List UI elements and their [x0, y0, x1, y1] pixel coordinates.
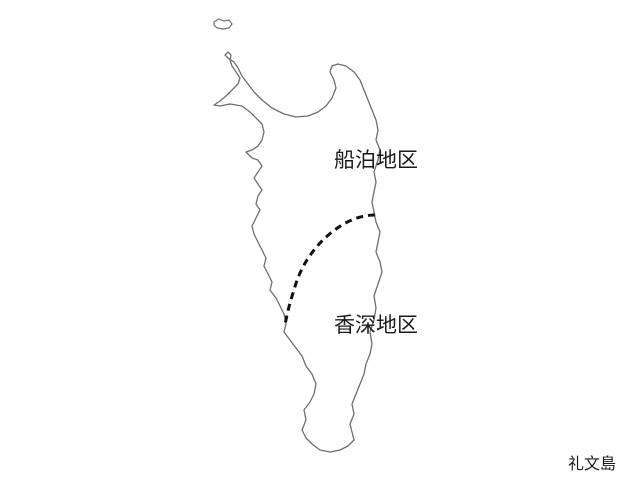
islet-shape: [213, 18, 233, 30]
region-boundary-dashed: [283, 213, 376, 326]
region-label-funadomari: 船泊地区: [334, 148, 418, 172]
island-coastline: [213, 51, 383, 453]
island-name-label: 礼文島: [568, 454, 617, 473]
region-label-kafuka: 香深地区: [334, 313, 418, 337]
